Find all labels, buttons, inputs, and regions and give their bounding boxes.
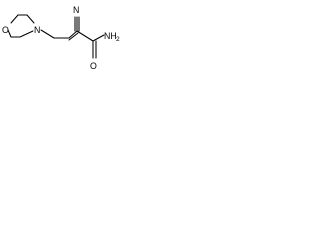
vinyl-double-bond-upper: [68, 30, 78, 39]
amide-nh2-subscript: 2: [116, 36, 120, 43]
morpholine-ring: [7, 14, 35, 38]
ring-bond: [10, 14, 19, 24]
structure-diagram: O N N O NH 2: [0, 0, 123, 78]
ring-bond: [19, 30, 34, 38]
n-to-vinyl-bond: [40, 29, 55, 39]
ring-bond: [7, 29, 12, 38]
amide-n-bond: [92, 34, 105, 42]
ring-oxygen-label: O: [2, 25, 9, 35]
ring-nitrogen-label: N: [34, 25, 40, 35]
amide-nh2-label: NH: [104, 31, 117, 41]
ring-bond: [26, 14, 35, 24]
to-carbonyl-bond: [76, 30, 94, 42]
vinyl-double-bond-lower: [68, 32, 79, 41]
molecule-drawing: O N N O NH 2: [2, 5, 120, 71]
amide-oxygen-label: O: [90, 61, 97, 71]
nitrile-nitrogen-label: N: [73, 5, 79, 15]
